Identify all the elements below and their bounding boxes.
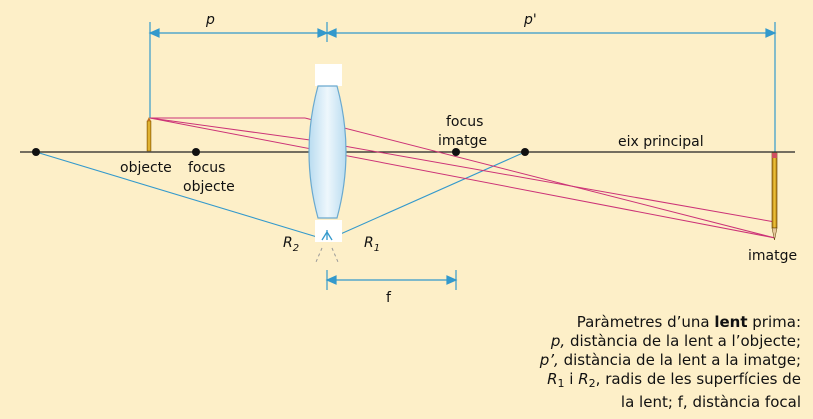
objecte-label: objecte bbox=[120, 160, 172, 176]
axis-points bbox=[32, 148, 529, 156]
center-of-curvature-r2 bbox=[32, 148, 40, 156]
lens-top-cap bbox=[315, 64, 342, 86]
distance-dimension-top bbox=[148, 22, 777, 152]
radius-lines bbox=[35, 151, 526, 241]
ray-central bbox=[149, 117, 776, 239]
lens-center-marks bbox=[321, 230, 333, 241]
r2-label: R2 bbox=[283, 235, 299, 254]
light-rays bbox=[149, 117, 776, 239]
object-focus-point bbox=[192, 148, 200, 156]
lens-radius-hint bbox=[315, 247, 339, 263]
caption: Paràmetres d’una lent prima: p, distànci… bbox=[471, 313, 801, 412]
image-focus-point bbox=[452, 148, 460, 156]
radius-line-r1 bbox=[326, 151, 526, 241]
lens-body bbox=[308, 85, 347, 219]
lens-bottom-cap bbox=[315, 220, 342, 242]
caption-line-2: p, distància de la lent a l’objecte; bbox=[550, 332, 801, 350]
arrowhead-left bbox=[148, 28, 160, 38]
r1-label: R1 bbox=[364, 235, 380, 254]
arrowhead-p-right bbox=[317, 28, 329, 38]
arrowhead-right bbox=[765, 28, 777, 38]
focus-imatge-label-line1: focus bbox=[446, 114, 483, 130]
caption-line-1: Paràmetres d’una lent prima: bbox=[576, 313, 801, 331]
focus-objecte-label-line1: focus bbox=[188, 160, 225, 176]
lens bbox=[308, 64, 347, 263]
radius-line-r2 bbox=[35, 151, 328, 241]
caption-line-5: la lent; f, distància focal bbox=[620, 393, 801, 411]
p-label: p bbox=[205, 12, 215, 28]
caption-line-4: R1 i R2, radis de les superfícies de bbox=[547, 370, 801, 390]
p-prime-label: p' bbox=[523, 12, 537, 28]
imatge-label: imatge bbox=[748, 248, 797, 264]
arrowhead-pprime-left bbox=[325, 28, 337, 38]
ray-parallel-refracted bbox=[304, 117, 776, 239]
focus-objecte-label-line2: objecte bbox=[183, 179, 235, 195]
center-of-curvature-r1 bbox=[521, 148, 529, 156]
ray-focus-incident bbox=[149, 117, 311, 141]
image-pencil bbox=[771, 152, 778, 241]
f-label: f bbox=[386, 290, 392, 306]
object-pencil bbox=[146, 117, 152, 152]
focus-imatge-label-line2: imatge bbox=[438, 133, 487, 149]
focal-length-dimension bbox=[325, 270, 458, 290]
eix-principal-label: eix principal bbox=[618, 134, 704, 150]
caption-line-3: p’, distància de la lent a la imatge; bbox=[539, 351, 801, 369]
ray-focus-refracted bbox=[309, 139, 776, 223]
